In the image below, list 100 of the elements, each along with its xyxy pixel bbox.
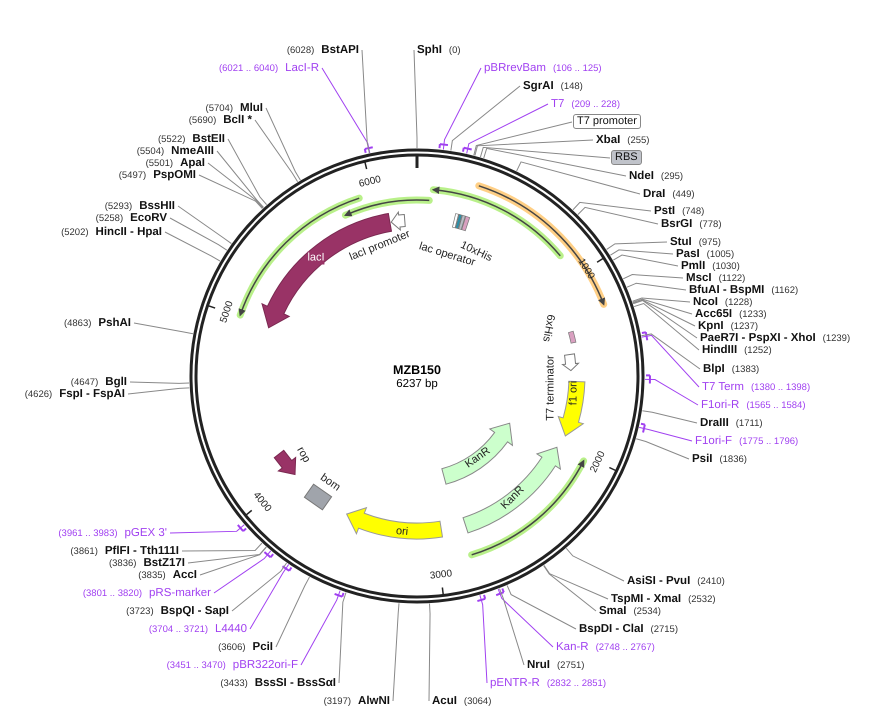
enzyme-name: SphI: [417, 43, 442, 57]
leader-line: [638, 426, 692, 442]
primer-name: L4440: [215, 622, 247, 636]
leader-line: [474, 140, 594, 156]
enzyme-name: PspOMI: [153, 168, 196, 182]
site-position: (106 .. 125): [553, 62, 602, 76]
leader-line: [250, 564, 290, 630]
scale-label: 5000: [218, 300, 236, 324]
primer-name: T7: [551, 97, 564, 111]
site-position: (1005): [706, 248, 734, 262]
primer-name: LacI-R: [285, 61, 319, 75]
site-position: (5293): [104, 200, 132, 213]
site-position: (2532): [688, 593, 716, 607]
leader-line: [208, 162, 264, 208]
enzyme-name: NmeAIII: [171, 144, 214, 158]
site-position: (3861): [70, 545, 98, 559]
enzyme-name: BstAPI: [321, 43, 359, 57]
enzyme-name: NruI: [527, 658, 550, 672]
primer-name: pGEX 3': [124, 526, 167, 540]
leader-line: [473, 122, 572, 156]
leader-line: [442, 68, 482, 150]
site-position: (1228): [724, 296, 752, 309]
enzyme-name: BspQI - SapI: [160, 604, 229, 618]
site-position: (1233): [739, 308, 767, 322]
site-position: (5497): [118, 169, 146, 183]
leader-line: [134, 322, 194, 334]
leader-line: [362, 50, 370, 154]
leader-line: [200, 546, 267, 576]
leader-line: [182, 542, 262, 552]
scale-label: 6000: [358, 174, 382, 190]
leader-line: [164, 232, 221, 262]
enzyme-name: AlwNI: [358, 694, 390, 708]
leader-line: [606, 242, 668, 250]
feature-label: T7 terminator: [544, 355, 558, 421]
leader-line: [228, 138, 268, 206]
primer-name: F1ori-R: [701, 398, 740, 412]
enzyme-name: PflFI - Tth111I: [104, 544, 179, 558]
site-position: (3836): [108, 557, 136, 571]
feature-label: lacI: [307, 252, 325, 264]
leader-line: [276, 576, 310, 648]
site-position: (3433): [220, 677, 248, 691]
site-position: (975): [698, 236, 721, 249]
site-position: (5501): [146, 157, 174, 170]
primer-name: pBRrevBam: [484, 61, 546, 75]
feature-box: RBS: [611, 150, 642, 165]
plasmid-name: MZB150: [393, 363, 441, 377]
enzyme-name: AcuI: [432, 694, 457, 708]
scale-label: 3000: [429, 568, 453, 582]
primer-name: pRS-marker: [149, 586, 211, 600]
enzyme-name: BspDI - ClaI: [579, 622, 644, 636]
site-position: (3704 .. 3721): [148, 623, 208, 637]
enzyme-name: Acc65I: [695, 307, 732, 321]
site-position: (1030): [712, 260, 740, 274]
leader-line: [577, 206, 658, 224]
leader-line: [466, 104, 548, 154]
site-position: (2715): [650, 623, 678, 637]
plasmid-size: 6237 bp: [396, 378, 438, 390]
site-position: (1239): [822, 332, 850, 346]
site-position: (5258): [96, 212, 124, 226]
leader-line: [642, 410, 698, 424]
leader-line: [232, 562, 288, 612]
leader-line: [516, 161, 640, 194]
site-position: (5522): [158, 133, 186, 146]
leader-line: [640, 333, 700, 370]
leader-line: [322, 68, 370, 154]
enzyme-name: BsrGI: [661, 217, 692, 231]
leader-line: [170, 524, 245, 534]
enzyme-name: PsiI: [692, 452, 712, 466]
site-position: (5202): [61, 226, 89, 240]
primer-name: T7 Term: [702, 380, 744, 394]
leader-line: [300, 590, 341, 666]
leader-line: [506, 584, 576, 630]
leader-line: [644, 378, 698, 406]
site-position: (4863): [64, 317, 92, 331]
leader-line: [178, 206, 232, 244]
feature-label: rop: [293, 444, 313, 466]
enzyme-name: HindIII: [702, 343, 738, 357]
feature-label: f1 ori: [568, 380, 580, 406]
site-position: (1775 .. 1796): [739, 435, 798, 449]
enzyme-name: PciI: [252, 640, 273, 654]
feature-label: 6xHis: [539, 313, 557, 343]
site-position: (0): [448, 44, 461, 58]
site-position: (3723): [126, 605, 154, 619]
feature-box: T7 promoter: [573, 114, 641, 129]
enzyme-name: NcoI: [693, 295, 718, 309]
leader-line: [483, 148, 626, 176]
site-position: (1711): [736, 417, 763, 431]
enzyme-name: PaeR7I - PspXI - XhoI: [700, 332, 816, 344]
site-position: (1122): [718, 272, 746, 284]
enzyme-name: TspMI - XmaI: [611, 592, 682, 606]
enzyme-name: ApaI: [180, 156, 205, 170]
enzyme-name: DraIII: [700, 416, 729, 430]
leader-line: [572, 202, 652, 212]
enzyme-name: BglI: [105, 375, 127, 389]
enzyme-name: HincII - HpaI: [96, 225, 162, 239]
site-position: (1162): [771, 284, 798, 298]
site-position: (255): [627, 134, 650, 148]
site-position: (3064): [464, 695, 492, 709]
enzyme-name: MluI: [240, 101, 263, 114]
enzyme-name: AccI: [172, 568, 197, 582]
